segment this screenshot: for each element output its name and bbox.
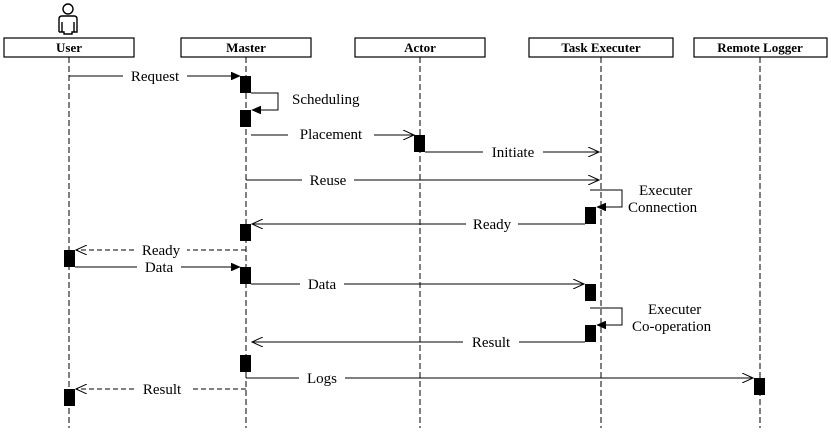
activation-master-4 xyxy=(240,267,251,284)
message-ready-2: Ready xyxy=(76,242,246,259)
activation-user-2 xyxy=(64,389,75,406)
message-initiate: Initiate xyxy=(425,145,599,161)
message-executer-connection: Executer Connection xyxy=(590,183,698,216)
message-logs-label: Logs xyxy=(307,371,337,387)
message-executer-connection-label-2: Connection xyxy=(628,200,698,216)
message-ready-1: Ready xyxy=(252,216,585,233)
message-result-1-label: Result xyxy=(472,335,511,351)
message-data-2: Data xyxy=(251,276,584,293)
user-actor-icon xyxy=(58,3,78,35)
participant-task-executer-label: Task Executer xyxy=(561,40,641,55)
participant-actor-label: Actor xyxy=(404,40,436,55)
participant-master: Master xyxy=(180,37,312,58)
participant-user-label: User xyxy=(56,40,82,55)
message-ready-1-label: Ready xyxy=(473,217,512,233)
activation-user-1 xyxy=(64,250,75,267)
message-data-2-label: Data xyxy=(308,277,337,293)
message-request-label: Request xyxy=(131,69,180,85)
message-request: Request xyxy=(69,68,240,85)
message-result-1: Result xyxy=(252,334,585,351)
message-placement-label: Placement xyxy=(300,127,363,143)
activation-task-executer-2 xyxy=(585,284,596,301)
participant-user: User xyxy=(3,37,135,58)
activation-master-5 xyxy=(240,355,251,372)
message-executer-cooperation: Executer Co-operation xyxy=(590,302,712,335)
activation-task-executer-3 xyxy=(585,325,596,342)
activation-remote-logger-1 xyxy=(754,378,765,395)
message-result-2-label: Result xyxy=(143,382,182,398)
activation-actor-1 xyxy=(414,135,425,152)
message-reuse-label: Reuse xyxy=(310,173,347,189)
message-result-2: Result xyxy=(76,381,246,398)
activation-master-3 xyxy=(240,224,251,241)
message-data-1: Data xyxy=(75,259,240,276)
message-executer-cooperation-label-2: Co-operation xyxy=(632,319,712,335)
message-data-1-label: Data xyxy=(145,260,174,276)
activation-task-executer-1 xyxy=(585,207,596,224)
message-executer-cooperation-label-1: Executer xyxy=(648,302,701,318)
participant-master-label: Master xyxy=(226,40,266,55)
message-initiate-label: Initiate xyxy=(492,145,535,161)
message-scheduling-label: Scheduling xyxy=(292,92,360,108)
message-placement: Placement xyxy=(251,127,414,143)
participant-remote-logger: Remote Logger xyxy=(693,37,828,58)
message-reuse: Reuse xyxy=(246,172,599,189)
activation-master-2 xyxy=(240,110,251,127)
message-scheduling: Scheduling xyxy=(251,92,360,110)
message-logs: Logs xyxy=(246,370,753,387)
participant-task-executer: Task Executer xyxy=(528,37,674,58)
message-executer-connection-label-1: Executer xyxy=(639,183,692,199)
participant-remote-logger-label: Remote Logger xyxy=(717,40,803,55)
activation-master-1 xyxy=(240,76,251,93)
participant-actor: Actor xyxy=(354,37,486,58)
message-ready-2-label: Ready xyxy=(142,243,181,259)
